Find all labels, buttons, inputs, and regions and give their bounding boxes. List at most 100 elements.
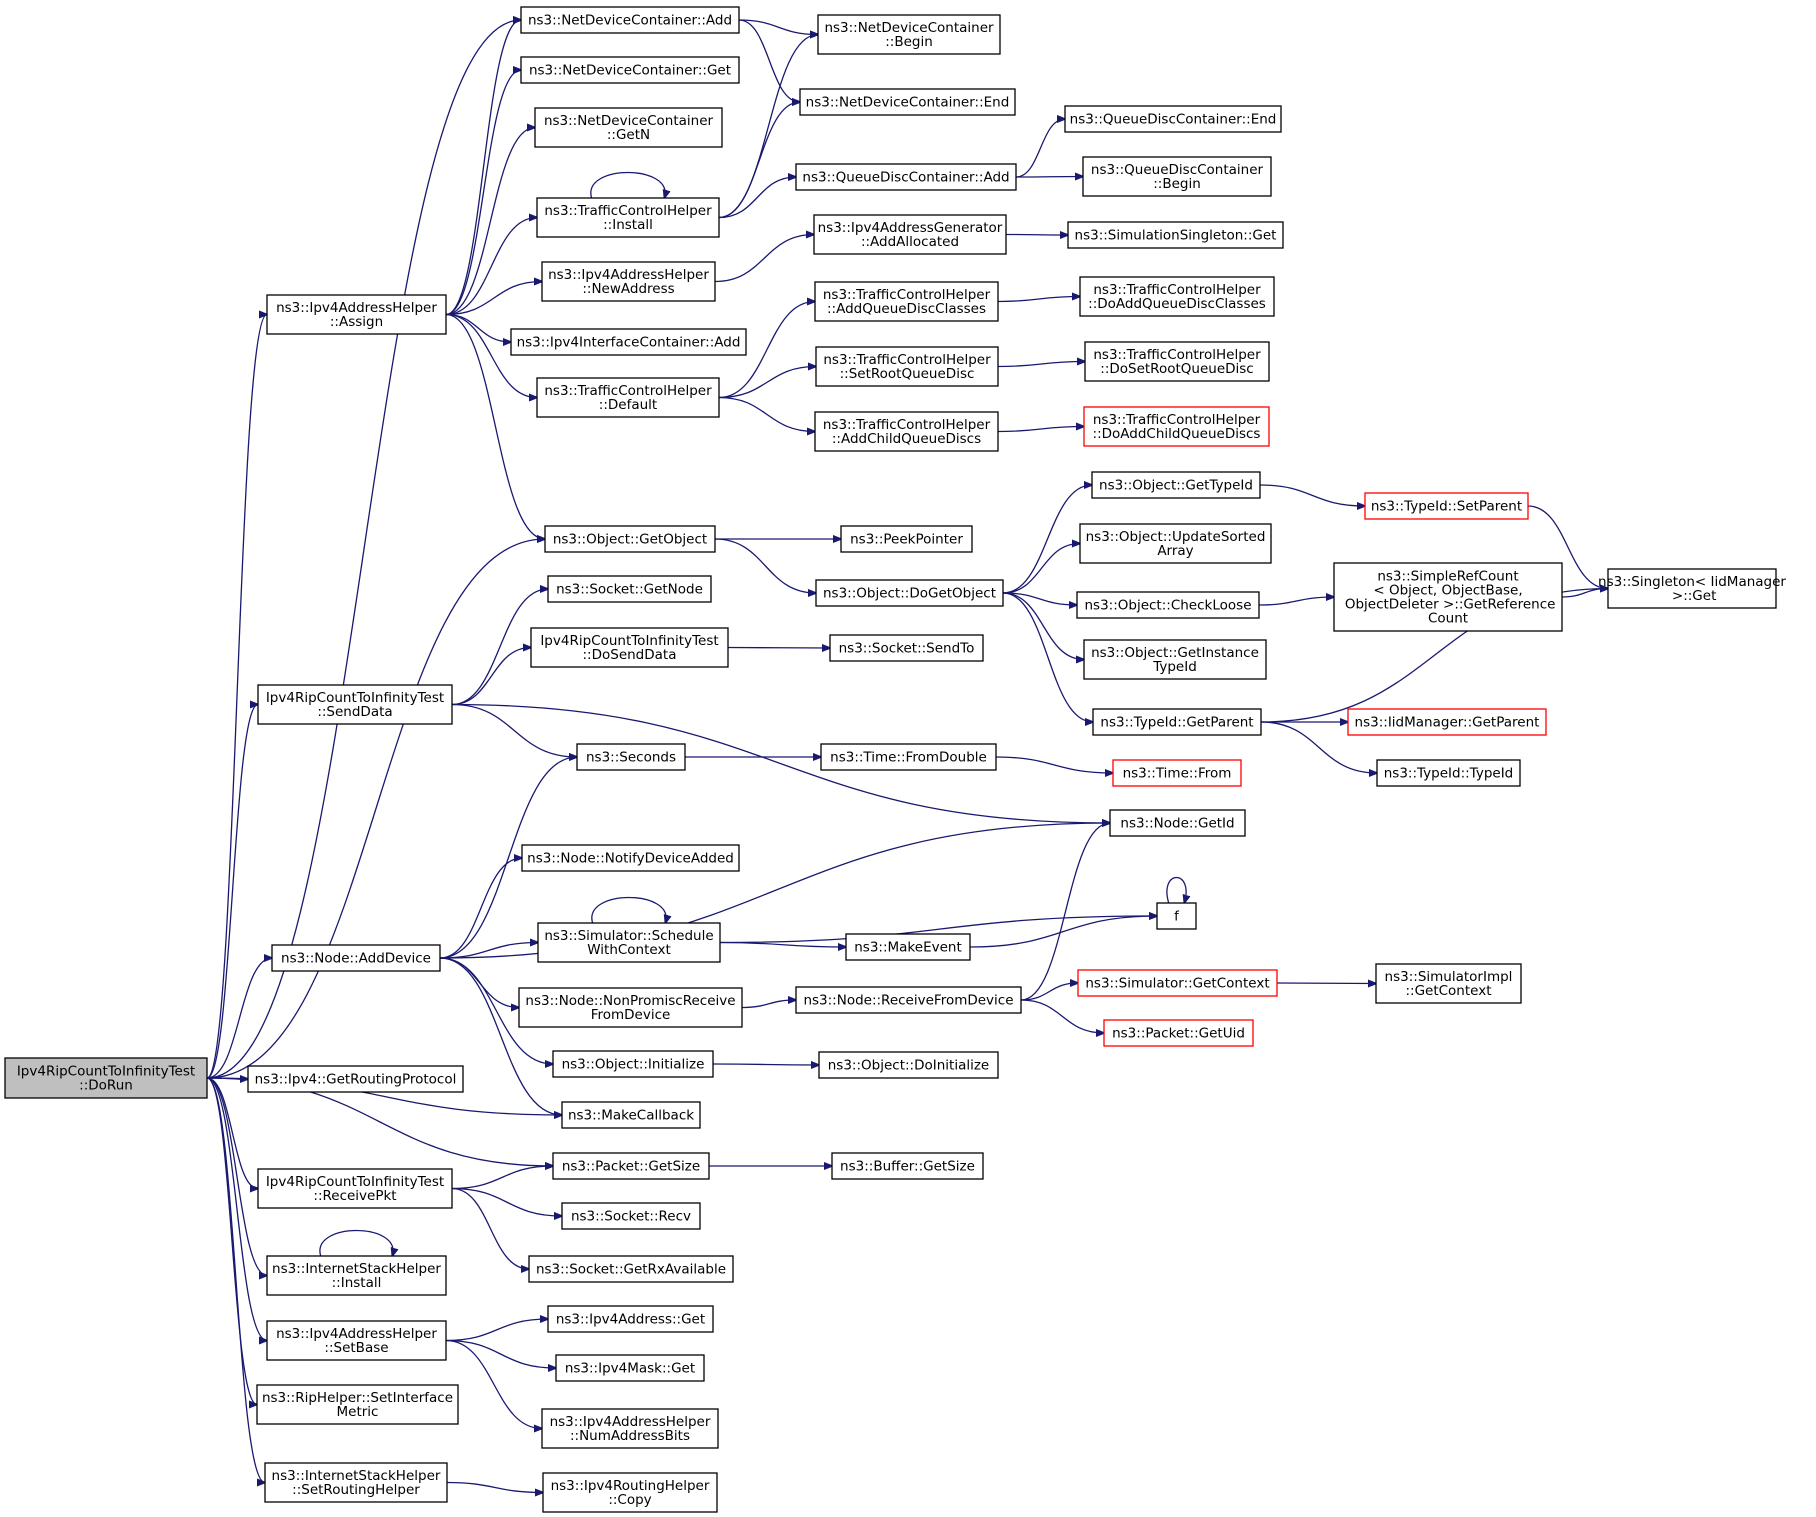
graph-node-n33[interactable]: ns3::Socket::SendTo xyxy=(829,634,984,662)
node-label: ns3::TypeId::SetParent xyxy=(1371,499,1522,515)
node-label: ns3::InternetStackHelper xyxy=(272,1468,441,1484)
node-box xyxy=(815,346,999,387)
graph-node-n27[interactable]: ns3::Singleton< IidManager >::Get xyxy=(1598,568,1786,609)
graph-node-n17[interactable]: ns3::TrafficControlHelper::SetRootQueueD… xyxy=(815,346,999,387)
node-box xyxy=(537,922,721,963)
graph-node-n60[interactable]: ns3::Socket::Recv xyxy=(561,1202,701,1230)
graph-node-n30[interactable]: ns3::Object::DoGetObject xyxy=(815,579,1004,607)
graph-node-n53[interactable]: ns3::Object::Initialize xyxy=(552,1050,714,1078)
graph-node-n48[interactable]: ns3::Simulator::GetContext xyxy=(1077,969,1278,997)
graph-node-n31[interactable]: ns3::Object::CheckLoose xyxy=(1076,591,1260,619)
node-label: Metric xyxy=(337,1404,379,1420)
graph-node-n9[interactable]: ns3::QueueDiscContainer::Begin xyxy=(1082,156,1272,197)
node-box xyxy=(257,684,453,725)
graph-node-n4[interactable]: ns3::NetDeviceContainer::Get xyxy=(520,56,740,84)
graph-node-n15[interactable]: ns3::TrafficControlHelper::DoAddQueueDis… xyxy=(1079,276,1275,317)
graph-node-n54[interactable]: ns3::Object::DoInitialize xyxy=(818,1051,999,1079)
graph-node-n16[interactable]: ns3::Ipv4InterfaceContainer::Add xyxy=(510,328,747,356)
graph-node-n6[interactable]: ns3::TrafficControlHelper::Install xyxy=(536,197,720,238)
node-label: Ipv4RipCountToInfinityTest xyxy=(17,1064,195,1080)
graph-node-n47[interactable]: ns3::Node::AddDevice xyxy=(271,944,441,972)
graph-node-n39[interactable]: ns3::Time::FromDouble xyxy=(820,743,997,771)
edge-n14-to-n15 xyxy=(997,297,1080,303)
graph-node-n52[interactable]: ns3::Packet::GetUid xyxy=(1103,1019,1254,1047)
node-label: ::AddAllocated xyxy=(861,234,959,250)
graph-node-n3[interactable]: ns3::NetDeviceContainer::End xyxy=(799,88,1016,116)
graph-node-n44[interactable]: f xyxy=(1156,902,1197,930)
call-edge xyxy=(319,1230,393,1257)
call-edge xyxy=(439,943,538,959)
node-label: ns3::Node::NotifyDeviceAdded xyxy=(527,851,734,867)
graph-node-n69[interactable]: ns3::Ipv4RoutingHelper::Copy xyxy=(542,1472,718,1513)
graph-node-n26[interactable]: ns3::PeekPointer xyxy=(840,525,973,553)
graph-node-n0[interactable]: Ipv4RipCountToInfinityTest::DoRun xyxy=(4,1057,208,1099)
edge-n51-to-n52 xyxy=(1020,999,1104,1033)
node-label: ns3::Ipv4AddressGenerator xyxy=(818,220,1003,236)
graph-node-n10[interactable]: ns3::Ipv4AddressGenerator::AddAllocated xyxy=(813,214,1007,255)
node-box xyxy=(820,743,997,771)
graph-node-n41[interactable]: ns3::TypeId::TypeId xyxy=(1376,759,1521,787)
graph-node-n56[interactable]: ns3::MakeCallback xyxy=(561,1101,701,1129)
graph-node-n32[interactable]: Ipv4RipCountToInfinityTest::DoSendData xyxy=(530,627,729,668)
graph-node-n2[interactable]: ns3::NetDeviceContainer::Begin xyxy=(817,14,1001,55)
node-box xyxy=(536,197,720,238)
graph-node-n58[interactable]: ns3::Buffer::GetSize xyxy=(831,1152,984,1180)
graph-node-n62[interactable]: ns3::InternetStackHelper::Install xyxy=(266,1255,447,1296)
call-edge xyxy=(741,1000,796,1009)
graph-node-n57[interactable]: ns3::Packet::GetSize xyxy=(552,1152,710,1180)
graph-node-n12[interactable]: ns3::Ipv4AddressHelper::NewAddress xyxy=(541,261,716,302)
node-box xyxy=(552,1050,714,1078)
graph-node-n19[interactable]: ns3::TrafficControlHelper::Default xyxy=(536,377,720,418)
graph-node-n51[interactable]: ns3::Node::ReceiveFromDevice xyxy=(795,986,1022,1014)
node-box xyxy=(521,844,740,872)
graph-node-n61[interactable]: ns3::Socket::GetRxAvailable xyxy=(528,1255,734,1283)
graph-node-n21[interactable]: ns3::TrafficControlHelper::DoAddChildQue… xyxy=(1083,406,1270,447)
edge-n13-to-n25 xyxy=(445,313,545,540)
node-label: ns3::Object::Initialize xyxy=(562,1057,705,1073)
graph-node-n63[interactable]: ns3::Ipv4Address::Get xyxy=(547,1305,714,1333)
graph-node-n22[interactable]: ns3::Object::GetTypeId xyxy=(1091,471,1261,499)
graph-node-n18[interactable]: ns3::TrafficControlHelper::DoSetRootQueu… xyxy=(1084,341,1270,382)
graph-node-n7[interactable]: ns3::QueueDiscContainer::End xyxy=(1064,105,1282,133)
graph-node-n66[interactable]: ns3::Ipv4AddressHelper::NumAddressBits xyxy=(541,1408,719,1449)
graph-node-n38[interactable]: ns3::Seconds xyxy=(576,743,686,771)
graph-node-n49[interactable]: ns3::SimulatorImpl::GetContext xyxy=(1375,963,1522,1004)
graph-node-n37[interactable]: ns3::IidManager::GetParent xyxy=(1347,708,1547,736)
graph-node-n28[interactable]: ns3::SimpleRefCount< Object, ObjectBase,… xyxy=(1333,562,1563,632)
graph-node-n68[interactable]: ns3::InternetStackHelper::SetRoutingHelp… xyxy=(264,1462,448,1503)
graph-node-n25[interactable]: ns3::Object::GetObject xyxy=(544,525,716,553)
node-box xyxy=(1376,759,1521,787)
graph-node-n35[interactable]: Ipv4RipCountToInfinityTest::SendData xyxy=(257,684,453,725)
graph-node-n59[interactable]: Ipv4RipCountToInfinityTest::ReceivePkt xyxy=(257,1168,453,1209)
graph-node-n11[interactable]: ns3::SimulationSingleton::Get xyxy=(1067,221,1284,249)
graph-node-n1[interactable]: ns3::NetDeviceContainer::Add xyxy=(520,6,740,34)
graph-node-n14[interactable]: ns3::TrafficControlHelper::AddQueueDiscC… xyxy=(814,281,999,322)
graph-node-n29[interactable]: ns3::Socket::GetNode xyxy=(547,575,712,603)
graph-node-n36[interactable]: ns3::TypeId::GetParent xyxy=(1092,708,1262,736)
node-box xyxy=(817,14,1001,55)
graph-node-n23[interactable]: ns3::TypeId::SetParent xyxy=(1364,492,1529,520)
graph-node-n55[interactable]: ns3::Ipv4::GetRoutingProtocol xyxy=(247,1065,464,1093)
graph-node-n42[interactable]: ns3::Node::GetId xyxy=(1109,809,1246,837)
node-label: ns3::Object::GetObject xyxy=(553,532,707,548)
call-edge xyxy=(714,538,816,593)
edge-n32-to-n33 xyxy=(727,648,830,649)
graph-node-n5[interactable]: ns3::NetDeviceContainer::GetN xyxy=(534,107,723,148)
graph-node-n64[interactable]: ns3::Ipv4AddressHelper::SetBase xyxy=(266,1320,447,1361)
graph-node-n8[interactable]: ns3::QueueDiscContainer::Add xyxy=(795,163,1017,191)
graph-node-n43[interactable]: ns3::Node::NotifyDeviceAdded xyxy=(521,844,740,872)
graph-node-n20[interactable]: ns3::TrafficControlHelper::AddChildQueue… xyxy=(814,411,999,452)
graph-node-n65[interactable]: ns3::Ipv4Mask::Get xyxy=(555,1354,705,1382)
graph-node-n40[interactable]: ns3::Time::From xyxy=(1112,759,1242,787)
node-label: ns3::Ipv4Mask::Get xyxy=(565,1361,695,1377)
graph-node-n46[interactable]: ns3::MakeEvent xyxy=(845,933,971,961)
edge-n64-to-n63 xyxy=(445,1319,548,1342)
node-label: ns3::Node::ReceiveFromDevice xyxy=(803,993,1013,1009)
graph-node-n13[interactable]: ns3::Ipv4AddressHelper::Assign xyxy=(266,294,447,335)
edge-n19-to-n14 xyxy=(718,302,815,399)
